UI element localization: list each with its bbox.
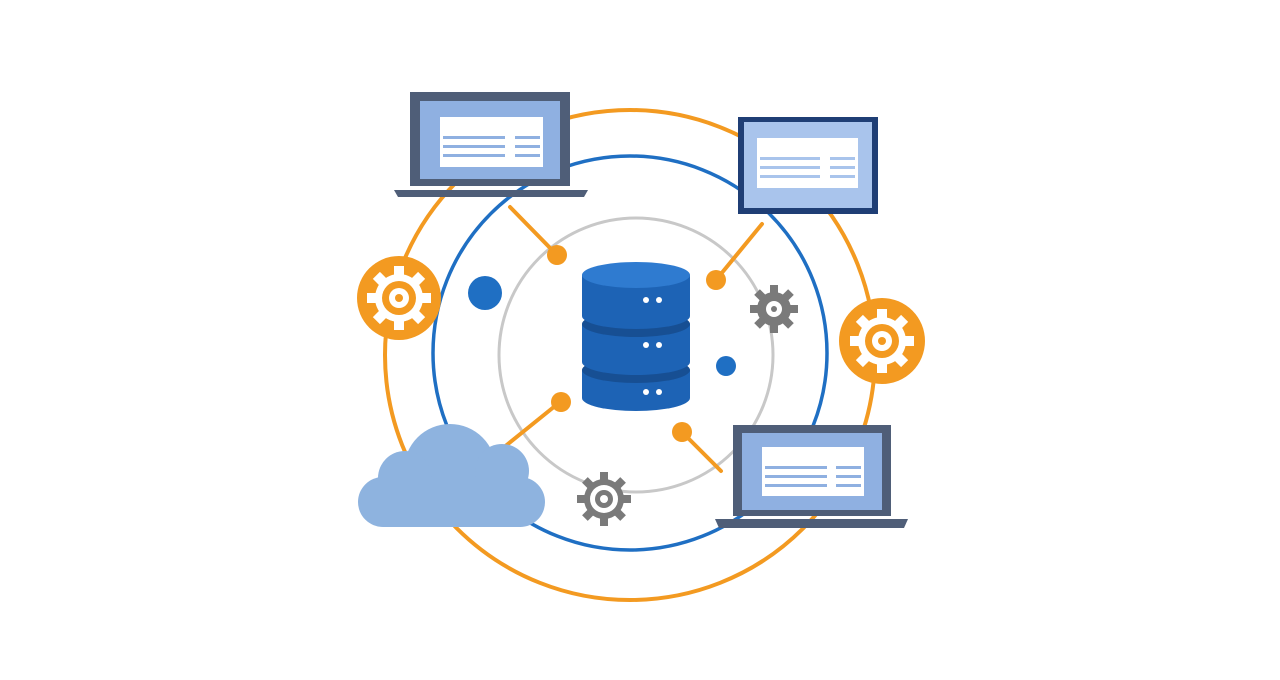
laptop-icon-bottom-right <box>715 425 908 528</box>
monitor-icon-top-right <box>738 117 878 214</box>
node-dot-top-right <box>706 270 726 290</box>
database-icon <box>582 262 690 411</box>
gear-icon-gray-bottom <box>577 472 631 526</box>
gear-icon-orange-right <box>839 298 925 384</box>
gear-icon-orange-left <box>357 256 441 340</box>
connector-top-left <box>508 205 558 256</box>
laptop-icon-top-left <box>394 92 588 197</box>
connector-bottom-left <box>501 400 562 450</box>
connector-top-right <box>714 222 764 282</box>
middle-blue-ring <box>431 154 829 552</box>
node-dot-top-left <box>547 245 567 265</box>
gear-icon-gray-right <box>750 285 798 333</box>
cloud-icon <box>358 424 545 527</box>
node-dot-bottom-left <box>551 392 571 412</box>
node-dot-bottom-right <box>672 422 692 442</box>
inner-gray-ring <box>497 216 775 494</box>
blue-dot-small <box>716 356 736 376</box>
blue-dot-large <box>468 276 502 310</box>
connectors <box>501 205 764 473</box>
